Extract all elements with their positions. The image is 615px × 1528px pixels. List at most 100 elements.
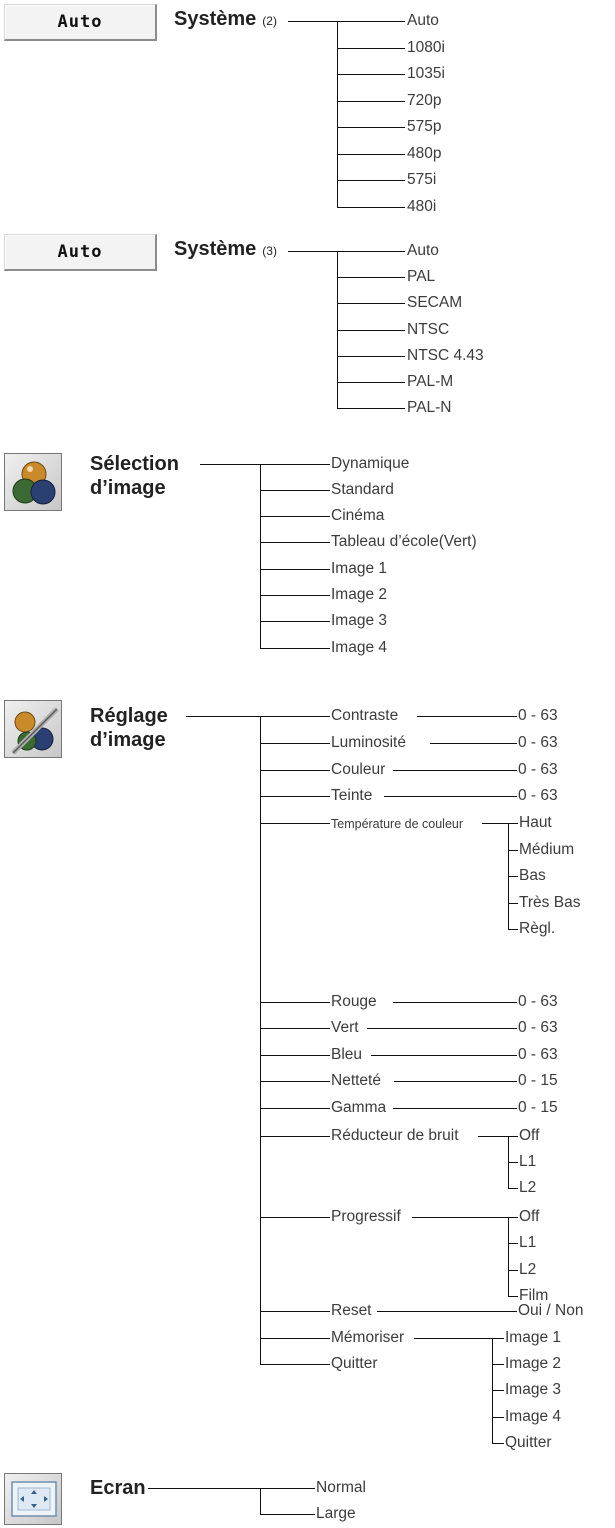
connector [478, 1136, 509, 1137]
option-item: L2 [519, 1179, 537, 1196]
menu-item-luminosite: Luminosité [331, 734, 406, 751]
connector [508, 1243, 518, 1244]
range-value: 0 - 63 [518, 1019, 558, 1036]
option-item: Règl. [519, 920, 556, 937]
connector [508, 1162, 518, 1163]
option-item: SECAM [407, 294, 463, 311]
systeme3-title-text: Système [174, 238, 257, 260]
option-item: L2 [519, 1261, 537, 1278]
option-item: Image 4 [505, 1408, 562, 1425]
connector [260, 648, 330, 649]
connector [260, 1311, 330, 1312]
systeme2-title-text: Système [174, 8, 257, 30]
connector [337, 382, 405, 383]
connector [508, 1136, 518, 1137]
option-item: Image 2 [505, 1355, 562, 1372]
connector [337, 356, 405, 357]
option-item: PAL-M [407, 373, 454, 390]
connector [337, 180, 405, 181]
connector [260, 490, 330, 491]
connector [337, 330, 405, 331]
menu-item-rouge: Rouge [331, 993, 377, 1010]
reglage-title-line2: d’image [90, 729, 166, 751]
connector [260, 716, 330, 717]
connector [482, 823, 509, 824]
tree-trunk [260, 464, 261, 649]
systeme2-note-marker: (2) [262, 14, 277, 28]
menu-item-nettete: Netteté [331, 1072, 381, 1089]
connector [260, 823, 330, 824]
tree-trunk [260, 1488, 261, 1515]
menu-item-couleur: Couleur [331, 761, 386, 778]
connector [337, 207, 405, 208]
option-item: Image 1 [331, 560, 388, 577]
connector [337, 21, 405, 22]
connector [430, 743, 517, 744]
connector [508, 1188, 518, 1189]
connector [492, 1338, 504, 1339]
connector [367, 1028, 517, 1029]
connector [260, 542, 330, 543]
tree-trunk [260, 716, 261, 1365]
connector [393, 1002, 517, 1003]
option-item: Film [519, 1287, 549, 1304]
connector [508, 929, 518, 930]
option-item: Large [316, 1505, 356, 1522]
systeme3-note-marker: (3) [262, 244, 277, 258]
menu-item-reset: Reset [331, 1302, 372, 1319]
menu-item-memoriser: Mémoriser [331, 1329, 405, 1346]
connector [508, 1296, 518, 1297]
connector [508, 1270, 518, 1271]
connector [492, 1390, 504, 1391]
selection-title-line1: Sélection [90, 453, 179, 475]
selection-title-line2: d’image [90, 477, 166, 499]
menu-item-quitter: Quitter [331, 1355, 378, 1372]
connector [393, 770, 517, 771]
connector [337, 251, 405, 252]
option-item: Dynamique [331, 455, 410, 472]
range-value: 0 - 63 [518, 734, 558, 751]
connector [412, 1217, 509, 1218]
connector [260, 1136, 330, 1137]
connector [337, 74, 405, 75]
connector [337, 277, 405, 278]
connector [260, 770, 330, 771]
option-item: Image 3 [331, 612, 388, 629]
image-adjust-icon[interactable] [4, 700, 62, 758]
connector [288, 251, 338, 252]
option-item: PAL [407, 268, 436, 285]
option-item: PAL-N [407, 399, 452, 416]
color-balls-icon[interactable] [4, 453, 62, 511]
systeme2-auto-button[interactable]: Auto [4, 4, 157, 41]
menu-item-vert: Vert [331, 1019, 359, 1036]
range-value: 0 - 15 [518, 1072, 558, 1089]
connector [260, 1002, 330, 1003]
option-item: L1 [519, 1234, 537, 1251]
connector [417, 716, 517, 717]
subtree-trunk [492, 1338, 493, 1444]
connector [260, 595, 330, 596]
connector [260, 516, 330, 517]
connector [148, 1488, 315, 1489]
option-item: 480i [407, 198, 437, 215]
screen-arrows-icon[interactable] [4, 1473, 62, 1525]
connector [508, 876, 518, 877]
ecran-title: Ecran [90, 1477, 146, 1499]
range-value: 0 - 15 [518, 1099, 558, 1116]
option-item: Quitter [505, 1434, 552, 1451]
systeme2-title: Système (2) [174, 8, 277, 32]
connector [260, 1108, 330, 1109]
connector [337, 127, 405, 128]
option-item: Cinéma [331, 507, 385, 524]
subtree-trunk [508, 1217, 509, 1297]
option-item: Haut [519, 814, 552, 831]
systeme3-auto-button[interactable]: Auto [4, 234, 157, 271]
option-item: Auto [407, 12, 439, 29]
connector [492, 1364, 504, 1365]
menu-item-bleu: Bleu [331, 1046, 363, 1063]
range-value: Oui / Non [518, 1302, 584, 1319]
connector [260, 743, 330, 744]
option-item: Bas [519, 867, 546, 884]
connector [260, 1338, 330, 1339]
connector [260, 1364, 330, 1365]
